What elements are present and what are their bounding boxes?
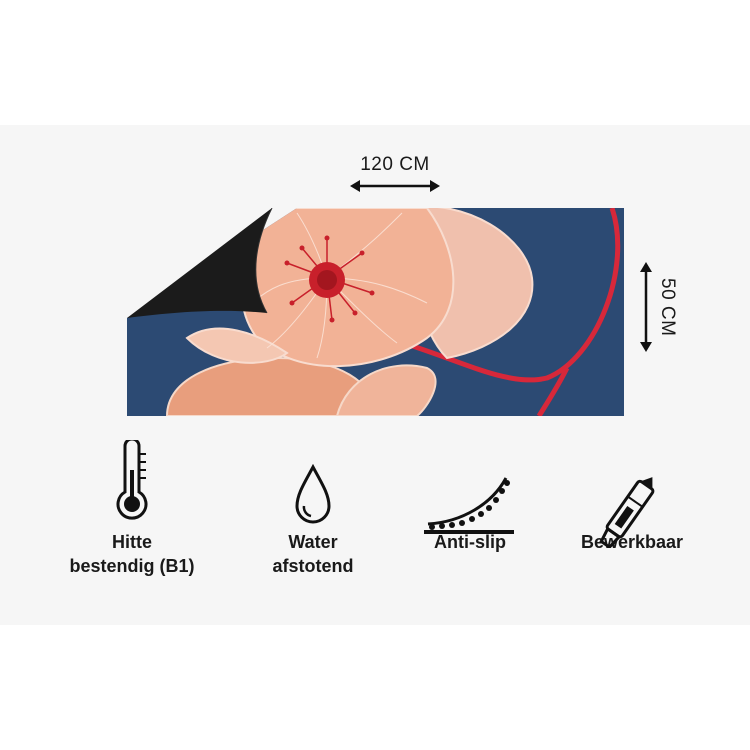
feature-label-line2: bestendig (B1) bbox=[69, 556, 195, 576]
feature-label-line1: Bewerkbaar bbox=[580, 532, 684, 552]
feature-label-line2: afstotend bbox=[272, 556, 354, 576]
feature-label-line1: Anti-slip bbox=[434, 532, 506, 552]
anti-slip-icon bbox=[424, 477, 514, 534]
height-label: 50 CM bbox=[657, 278, 678, 337]
feature-label-line1: Hitte bbox=[112, 532, 152, 552]
thermometer-icon bbox=[116, 440, 148, 520]
product-mat bbox=[127, 207, 624, 421]
horizontal-arrow-icon bbox=[350, 180, 440, 192]
water-drop-icon bbox=[295, 464, 331, 524]
feature-anti-slip: Anti-slip bbox=[385, 440, 555, 554]
vertical-arrow-icon bbox=[640, 262, 652, 352]
width-label: 120 CM bbox=[360, 154, 430, 175]
poppy-flower-mat-image bbox=[127, 207, 624, 416]
height-dimension: 50 CM bbox=[636, 262, 686, 354]
feature-list: Hitte bestendig (B1) Water afstotend bbox=[0, 440, 750, 590]
width-dimension: 120 CM bbox=[350, 154, 440, 199]
feature-water-repellent: Water afstotend bbox=[228, 440, 398, 578]
feature-heat-resistant: Hitte bestendig (B1) bbox=[47, 440, 217, 578]
feature-editable: Bewerkbaar bbox=[547, 440, 717, 554]
utility-knife-icon bbox=[599, 477, 655, 548]
feature-label-line1: Water bbox=[288, 532, 338, 552]
